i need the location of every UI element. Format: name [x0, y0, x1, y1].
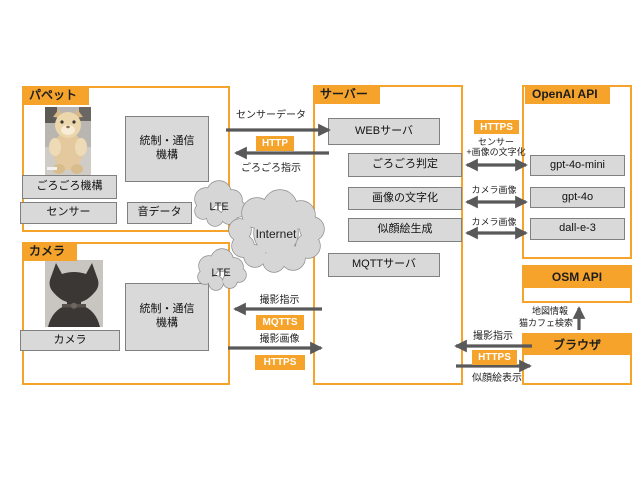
mqtt-server-box: MQTTサーバ	[328, 253, 440, 277]
portrait-gen-box: 似顔絵生成	[348, 218, 462, 242]
sensor-box: センサー	[20, 202, 117, 224]
map-info-label: 地図情報	[531, 306, 568, 316]
sensor-data-label: センサーデータ	[236, 110, 306, 121]
gpt-4o-mini-box: gpt-4o-mini	[530, 155, 625, 176]
sound-data-box: 音データ	[127, 202, 192, 224]
shoot-command-browser-label: 撮影指示	[473, 331, 513, 342]
purr-unit-box: ごろごろ機構	[22, 175, 117, 199]
dall-e-3-box: dall-e-3	[530, 218, 625, 240]
browser-title-bar: ブラウザ	[522, 333, 632, 355]
portrait-display-label: 似顔絵表示	[472, 373, 522, 384]
http-badge: HTTP	[256, 136, 294, 151]
camera-image-label-1: カメラ画像	[471, 185, 517, 195]
https-openai-badge: HTTPS	[474, 120, 519, 134]
sensor-sum-label-line1: センサー	[477, 137, 514, 147]
web-server-box: WEBサーバ	[328, 118, 440, 145]
camera-control-unit-box: 統制・通信 機構	[125, 283, 209, 351]
https-browser-badge: HTTPS	[472, 350, 517, 365]
purr-judge-box: ごろごろ判定	[348, 153, 462, 177]
shoot-image-label: 撮影画像	[259, 334, 300, 345]
camera-image-label-2: カメラ画像	[471, 217, 517, 227]
server-title-tab: サーバー	[313, 85, 380, 104]
gpt-4o-box: gpt-4o	[530, 187, 625, 208]
openai-title-tab: OpenAI API	[525, 85, 610, 104]
internet-cloud-label: Internet	[256, 227, 297, 241]
puppet-control-unit-box: 統制・通信 機構	[125, 116, 209, 182]
plush-cat-puppet-photo	[45, 107, 91, 175]
camera-title-tab: カメラ	[22, 242, 78, 261]
cat-cafe-search-label: 猫カフェ検索	[518, 318, 573, 328]
purr-command-label: ごろごろ指示	[241, 163, 301, 174]
mqtts-badge: MQTTS	[256, 315, 304, 330]
puppet-control-line2: 機構	[156, 149, 178, 161]
sensor-sum-label-line2: +画像の文字化	[466, 147, 526, 157]
osm-title-bar: OSM API	[522, 265, 632, 288]
shoot-command-camera-label: 撮影指示	[259, 295, 300, 306]
camera-unit-box: カメラ	[20, 330, 120, 351]
internet-cloud: Internet	[228, 189, 325, 273]
camera-control-line1: 統制・通信	[139, 303, 195, 316]
puppet-control-line1: 統制・通信	[139, 135, 195, 148]
puppet-title-tab: パペット	[22, 86, 90, 105]
https-camera-badge: HTTPS	[255, 355, 305, 370]
camera-control-line2: 機構	[156, 317, 178, 329]
black-cat-silhouette-photo	[45, 260, 103, 327]
image-to-text-box: 画像の文字化	[348, 187, 462, 210]
